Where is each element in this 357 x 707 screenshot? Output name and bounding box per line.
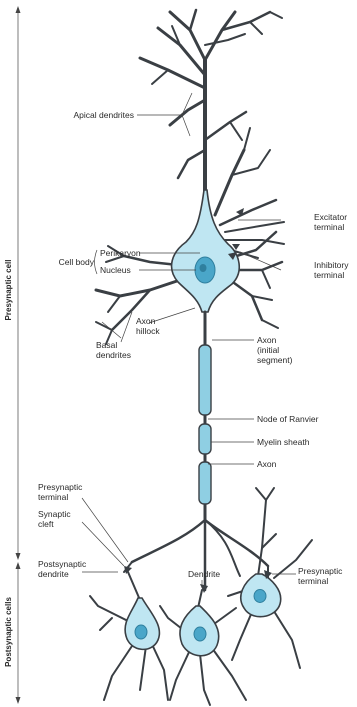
apical-dendrites: [140, 10, 282, 230]
label-synaptic-cleft-1: Synaptic: [38, 509, 71, 519]
label-presynaptic-terminal-left-1: Presynaptic: [38, 482, 83, 492]
label-node-of-ranvier: Node of Ranvier: [257, 414, 319, 424]
label-myelin-sheath: Myelin sheath: [257, 437, 310, 447]
right-dendrites: [215, 128, 284, 258]
cell-body: [172, 190, 240, 312]
label-axon-initial-2: (initial: [257, 345, 279, 355]
label-axon-initial-3: segment): [257, 355, 293, 365]
label-basal-dendrites-1: Basal: [96, 340, 117, 350]
label-postsynaptic-dendrite-2: dendrite: [38, 569, 69, 579]
label-basal-dendrites-2: dendrites: [96, 350, 131, 360]
label-dendrite: Dendrite: [188, 569, 220, 579]
label-presynaptic-terminal-right-2: terminal: [298, 576, 328, 586]
postsynaptic-cells-label: Postsynaptic cells: [4, 597, 13, 667]
label-postsynaptic-dendrite-1: Postsynaptic: [38, 559, 87, 569]
label-axon-hillock-1: Axon: [136, 316, 156, 326]
label-synaptic-cleft-2: cleft: [38, 519, 54, 529]
label-axon-hillock-2: hillock: [136, 326, 160, 336]
label-inhibitory-terminal-1: Inhibitory: [314, 260, 349, 270]
postsynaptic-bracket: Postsynaptic cells: [4, 562, 21, 704]
labels: Apical dendrites Cell body Perikaryon Nu…: [38, 110, 349, 586]
postsynaptic-cell-middle: [160, 584, 246, 705]
label-excitatory-terminal-2: terminal: [314, 222, 344, 232]
axon: [199, 312, 211, 520]
label-excitatory-terminal-1: Excitator: [314, 212, 347, 222]
presynaptic-cell-label: Presynaptic cell: [4, 260, 13, 321]
myelin-segment: [199, 424, 211, 454]
label-presynaptic-terminal-right-1: Presynaptic: [298, 566, 343, 576]
label-presynaptic-terminal-left-2: terminal: [38, 492, 68, 502]
nucleolus: [200, 264, 207, 272]
label-axon-initial-1: Axon: [257, 335, 277, 345]
label-axon: Axon: [257, 459, 277, 469]
label-nucleus: Nucleus: [100, 265, 131, 275]
label-cell-body: Cell body: [59, 257, 95, 267]
label-inhibitory-terminal-2: terminal: [314, 270, 344, 280]
postsynaptic-cell-left: [90, 566, 168, 700]
label-perikaryon: Perikaryon: [100, 248, 141, 258]
axon-branches: [124, 520, 268, 590]
myelin-segment: [199, 345, 211, 415]
myelin-segment: [199, 462, 211, 504]
label-apical-dendrites: Apical dendrites: [74, 110, 134, 120]
presynaptic-bracket: Presynaptic cell: [4, 6, 21, 560]
